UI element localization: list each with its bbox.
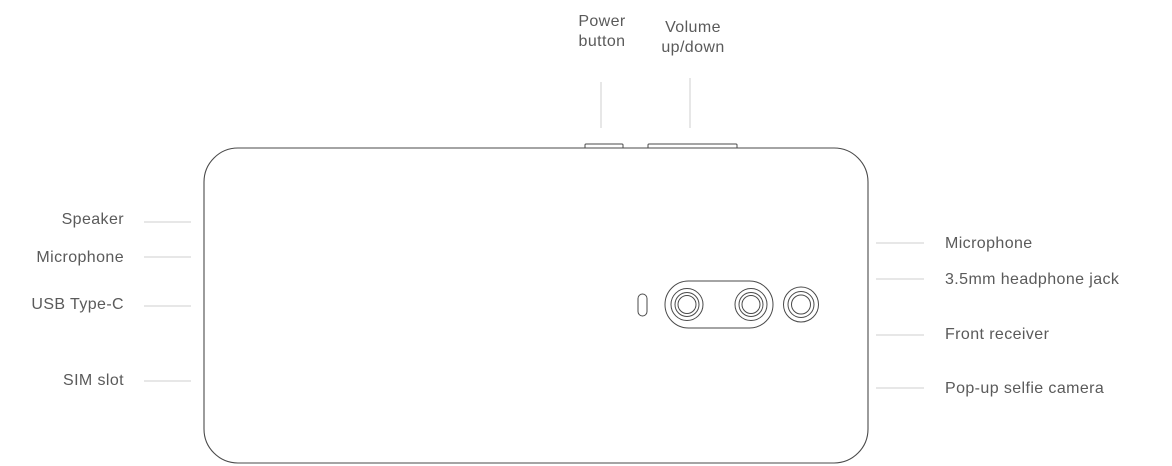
power-button-shape <box>584 143 624 148</box>
microphone-right-label: Microphone <box>945 235 1033 252</box>
camera-lens-3 <box>783 286 819 323</box>
dual-camera-module <box>664 280 774 329</box>
sim-slot-label: SIM slot <box>63 372 124 389</box>
speaker-label: Speaker <box>61 211 124 228</box>
power-button-label: Power button <box>578 13 626 50</box>
microphone-left-label: Microphone <box>36 249 124 266</box>
flash-led <box>637 293 648 317</box>
volume-label: Volume up/down <box>661 19 725 56</box>
volume-button-shape <box>647 143 738 148</box>
front-receiver-label: Front receiver <box>945 326 1050 343</box>
camera-lens-1 <box>670 288 704 321</box>
camera-lens-2 <box>734 288 768 321</box>
phone-body <box>203 147 869 464</box>
usb-type-c-label: USB Type-C <box>31 296 124 313</box>
headphone-jack-label: 3.5mm headphone jack <box>945 271 1120 288</box>
selfie-camera-label: Pop-up selfie camera <box>945 380 1105 397</box>
